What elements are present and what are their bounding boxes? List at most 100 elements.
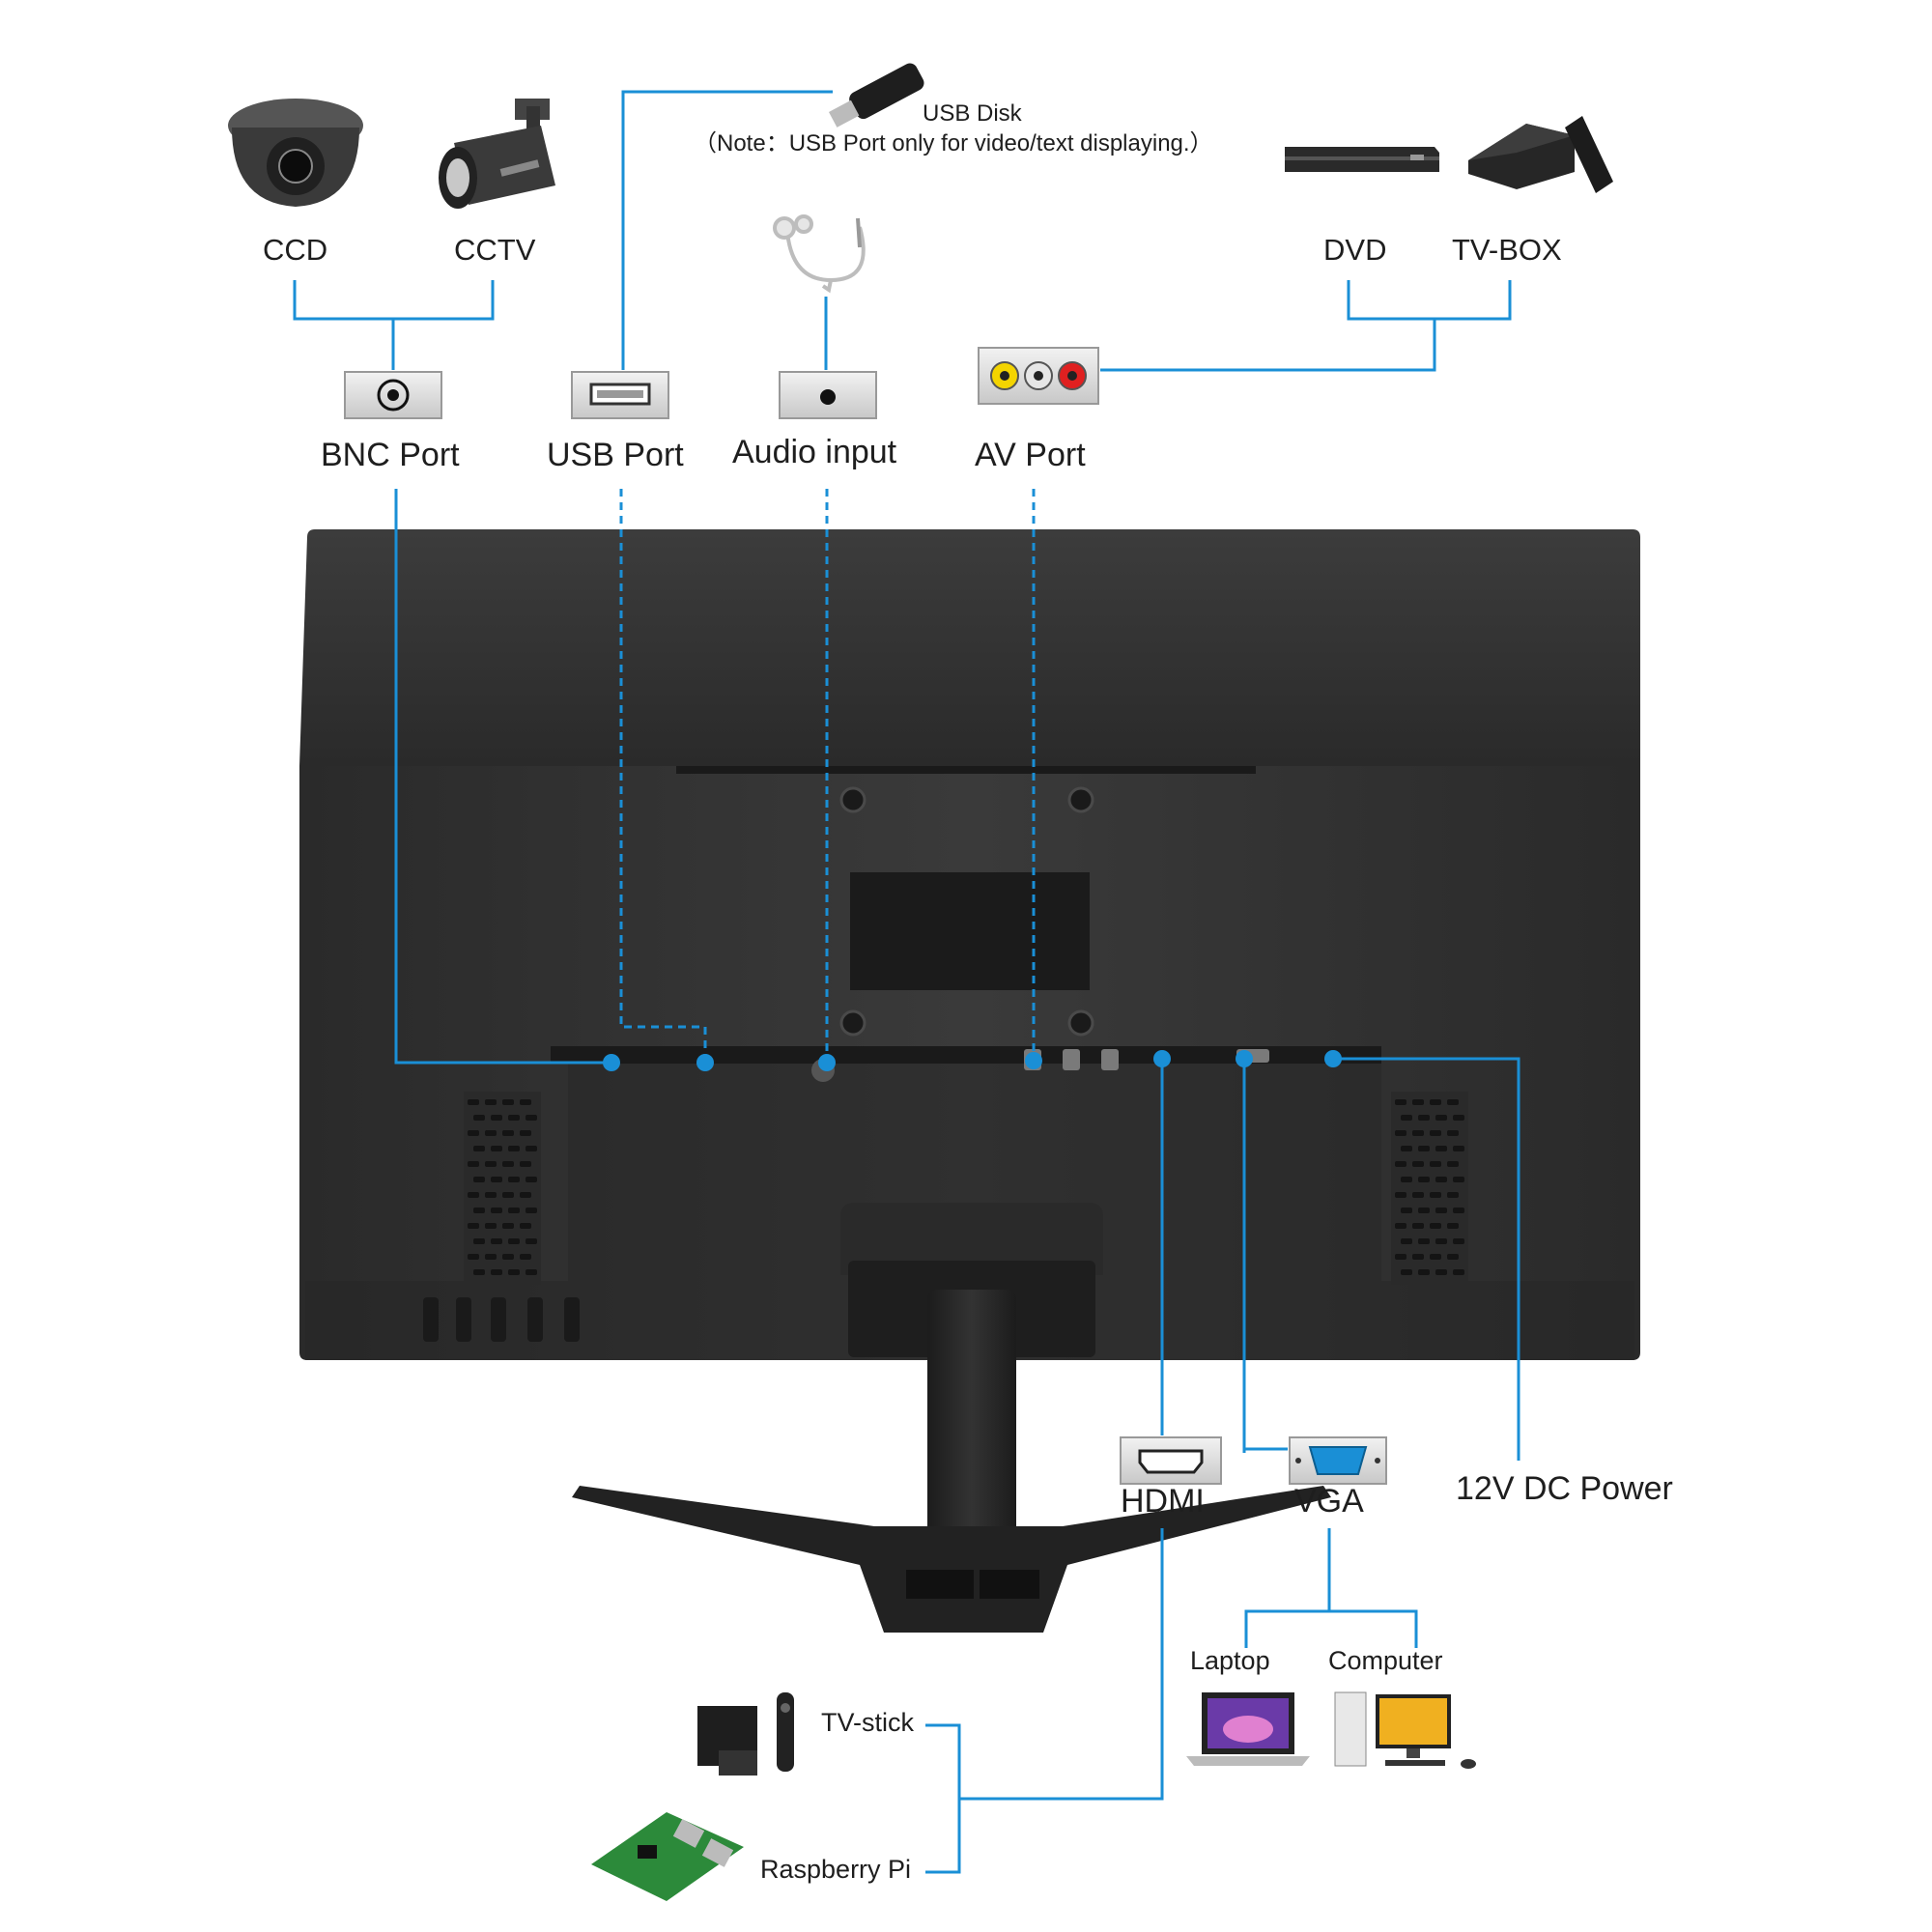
grill-slot xyxy=(1395,1099,1406,1105)
grill-slot xyxy=(1453,1115,1464,1121)
grill-slot xyxy=(1412,1223,1424,1229)
tv-stick-label: TV-stick xyxy=(821,1708,915,1737)
grill-slot xyxy=(502,1254,514,1260)
grill-slot xyxy=(1412,1254,1424,1260)
grill-slot xyxy=(508,1115,520,1121)
grill-slot xyxy=(508,1208,520,1213)
grill-slot xyxy=(1430,1099,1441,1105)
grill-slot xyxy=(1412,1161,1424,1167)
connector-line xyxy=(1100,319,1436,372)
grill-slot xyxy=(485,1130,497,1136)
monitor-stand xyxy=(572,1203,1331,1633)
grill-slot xyxy=(491,1269,502,1275)
monitor-upper-panel xyxy=(299,529,1640,766)
connector-line xyxy=(959,1528,1164,1801)
bullet-camera-icon xyxy=(439,99,555,209)
grill-slot xyxy=(1395,1192,1406,1198)
vent-strip xyxy=(676,766,1256,774)
grill-slot xyxy=(473,1238,485,1244)
grill-slot xyxy=(485,1099,497,1105)
grill-slot xyxy=(468,1223,479,1229)
connector-line xyxy=(394,489,611,1065)
grill-slot xyxy=(1453,1238,1464,1244)
port-marker-bnc xyxy=(603,1054,620,1071)
grill-slot xyxy=(473,1208,485,1213)
power-label: 12V DC Power xyxy=(1456,1470,1673,1507)
port-marker-usb xyxy=(696,1054,714,1071)
grill-slot xyxy=(1412,1099,1424,1105)
tv-stick-icon xyxy=(697,1692,794,1776)
grill-slot xyxy=(485,1161,497,1167)
grill-slot xyxy=(1435,1208,1447,1213)
grill-slot xyxy=(1418,1177,1430,1182)
grill-slot xyxy=(491,1238,502,1244)
ccd-label: CCD xyxy=(263,233,328,267)
grill-slot xyxy=(526,1238,537,1244)
grill-slot xyxy=(468,1099,479,1105)
grill-slot xyxy=(520,1223,531,1229)
grill-slot xyxy=(508,1269,520,1275)
grill-slot xyxy=(1435,1115,1447,1121)
grill-slot xyxy=(473,1177,485,1182)
grill-slot xyxy=(491,1115,502,1121)
usb-stick-icon xyxy=(828,63,924,128)
label-plate xyxy=(850,872,1090,990)
grill-slot xyxy=(520,1161,531,1167)
laptop-icon xyxy=(1186,1692,1310,1766)
grill-slot xyxy=(468,1254,479,1260)
grill-slot xyxy=(502,1192,514,1198)
grill-slot xyxy=(502,1099,514,1105)
grill-slot xyxy=(508,1177,520,1182)
grill-slot xyxy=(1412,1192,1424,1198)
monitor-rear xyxy=(299,529,1640,1360)
vesa-screw xyxy=(839,1009,867,1037)
grill-slot xyxy=(485,1223,497,1229)
grill-slot xyxy=(468,1161,479,1167)
usb-disk-label: USB Disk xyxy=(923,100,1022,127)
grill-slot xyxy=(526,1115,537,1121)
grill-slot xyxy=(491,1177,502,1182)
earphones-icon xyxy=(773,214,866,294)
grill-slot xyxy=(1447,1099,1459,1105)
rca-connector-icon xyxy=(978,347,1099,405)
grill-slot xyxy=(502,1130,514,1136)
port-marker-av xyxy=(1025,1052,1042,1069)
av-port-label: AV Port xyxy=(975,437,1086,473)
grill-slot xyxy=(1453,1208,1464,1213)
port-marker-hdmi xyxy=(1153,1050,1171,1067)
port-strip xyxy=(551,1046,1381,1064)
vesa-screw xyxy=(1067,1009,1094,1037)
grill-slot xyxy=(468,1192,479,1198)
grill-slot xyxy=(1401,1146,1412,1151)
grill-slot xyxy=(508,1146,520,1151)
vesa-screw xyxy=(839,786,867,813)
grill-slot xyxy=(485,1254,497,1260)
raspberry-pi-icon xyxy=(591,1812,744,1901)
grill-slot xyxy=(1418,1269,1430,1275)
port-marker-audio xyxy=(818,1054,836,1071)
speaker-grill-left xyxy=(464,1092,541,1285)
grill-slot xyxy=(1395,1161,1406,1167)
grill-slot xyxy=(1430,1192,1441,1198)
grill-slot xyxy=(1430,1161,1441,1167)
grill-slot xyxy=(1447,1161,1459,1167)
tv-box-label: TV-BOX xyxy=(1452,233,1562,267)
grill-slot xyxy=(520,1254,531,1260)
grill-slot xyxy=(1401,1208,1412,1213)
grill-slot xyxy=(526,1208,537,1213)
grill-slot xyxy=(1430,1130,1441,1136)
vga-label: VGA xyxy=(1294,1483,1364,1520)
usb-note-label: （Note：USB Port only for video/text displ… xyxy=(694,130,1213,156)
connector-line xyxy=(925,1723,961,1874)
tv-box-icon xyxy=(1468,116,1613,193)
grill-slot xyxy=(1401,1269,1412,1275)
grill-slot xyxy=(1447,1223,1459,1229)
grill-slot xyxy=(1418,1115,1430,1121)
connector-lines xyxy=(293,90,1520,1874)
usb-port-label: USB Port xyxy=(547,437,684,473)
grill-slot xyxy=(1401,1238,1412,1244)
grill-slot xyxy=(520,1130,531,1136)
grill-slot xyxy=(1395,1223,1406,1229)
grill-slot xyxy=(468,1130,479,1136)
hdmi-label: HDMI xyxy=(1121,1483,1205,1520)
